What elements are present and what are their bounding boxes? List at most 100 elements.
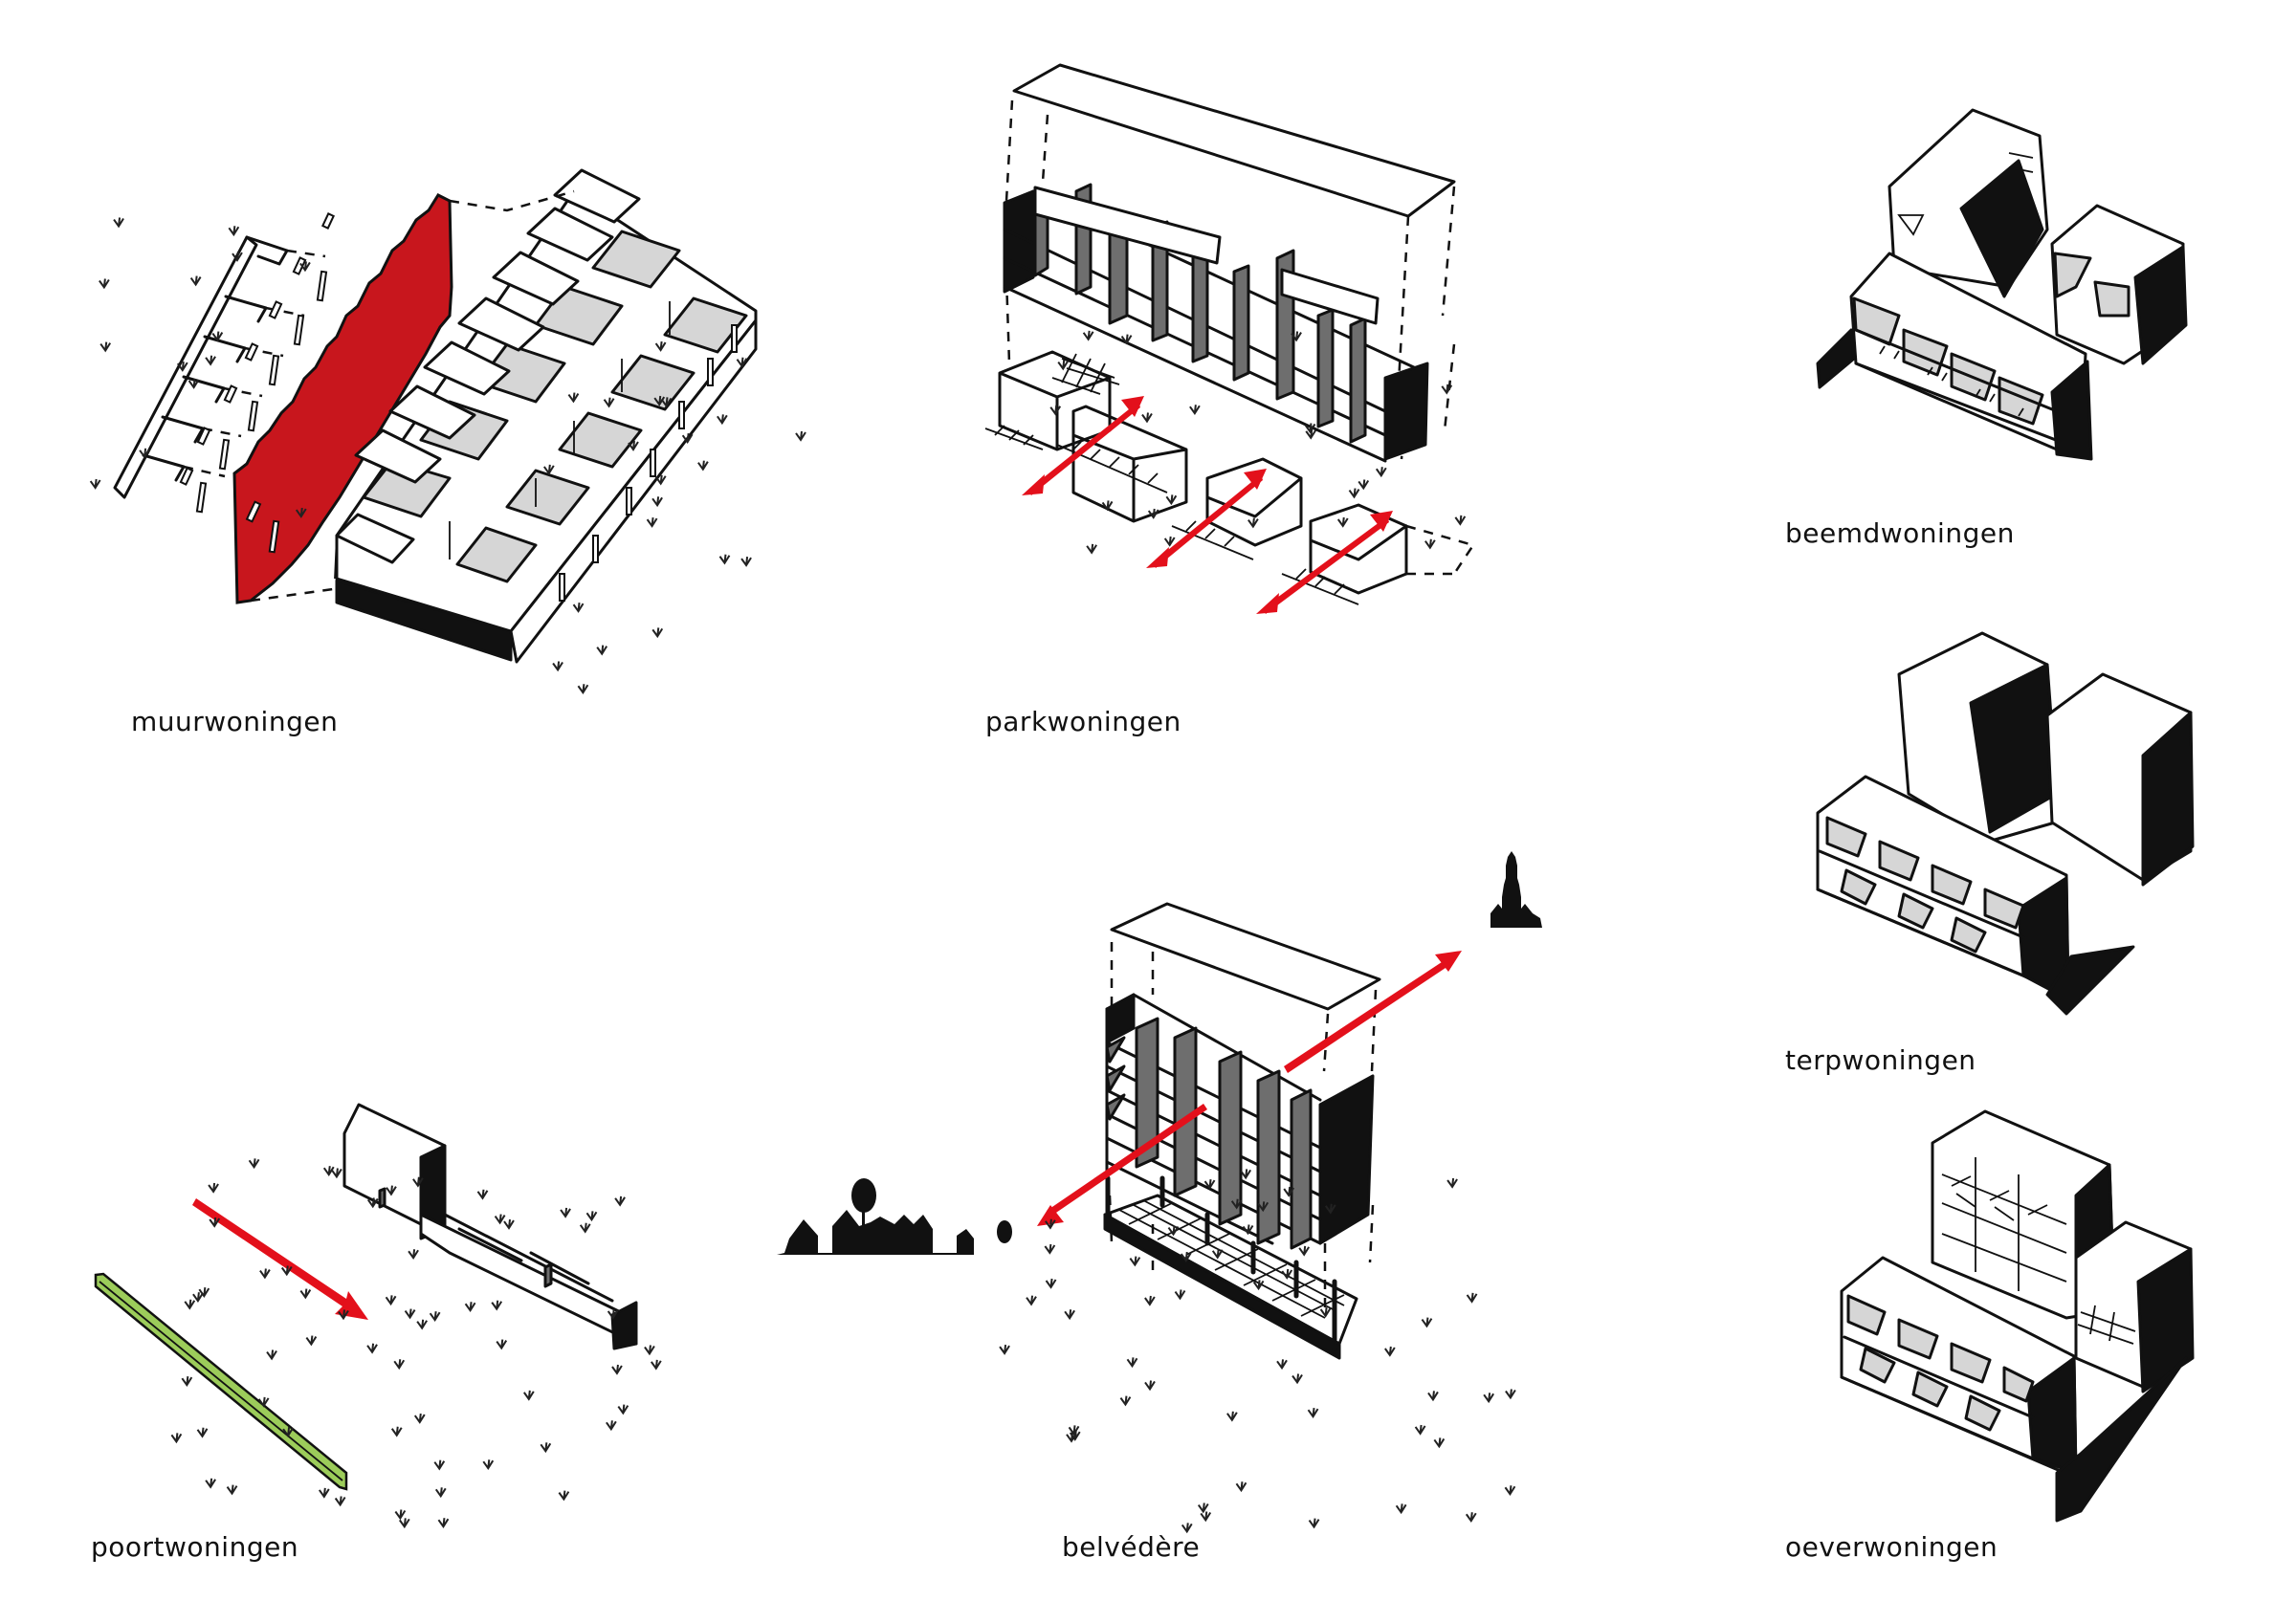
- grass-tuft: [1319, 1306, 1332, 1318]
- label-terpwoningen: terpwoningen: [1785, 1044, 1976, 1076]
- grass-tuft: [1144, 1295, 1156, 1306]
- poort-approach-arrow: [192, 1198, 368, 1320]
- grass-tuft: [1057, 360, 1070, 371]
- grass-tuft: [1427, 1391, 1439, 1402]
- grass-tuft: [1305, 428, 1317, 440]
- grass-tufts: [89, 217, 1516, 1534]
- grass-tuft: [1026, 1295, 1037, 1306]
- grass-tuft: [99, 341, 112, 353]
- grass-tuft: [1395, 1503, 1407, 1515]
- grass-tuft: [611, 1364, 623, 1375]
- grass-tuft: [280, 1265, 293, 1277]
- grass-tuft: [113, 217, 124, 229]
- grass-tuft: [1203, 1179, 1216, 1190]
- grass-tuft: [718, 554, 731, 565]
- grass-tuft: [567, 392, 580, 404]
- red-wall: [232, 193, 453, 604]
- grass-tuft: [266, 1349, 277, 1361]
- church-silhouette-icon: [1490, 851, 1542, 928]
- grass-tuft: [482, 1459, 495, 1471]
- grass-tuft: [89, 478, 101, 490]
- grass-tuft: [437, 1518, 450, 1528]
- grass-tuft: [1226, 1411, 1238, 1422]
- label-muurwoningen: muurwoningen: [131, 706, 339, 737]
- grass-tuft: [552, 661, 563, 672]
- grass-tuft: [139, 448, 150, 459]
- grass-tuft: [740, 557, 752, 567]
- grass-tuft: [176, 361, 188, 372]
- grass-tuft: [1211, 1248, 1224, 1260]
- grass-tuft: [651, 627, 664, 639]
- grass-tuft: [398, 1518, 410, 1529]
- grass-tuft: [188, 378, 200, 389]
- grass-tuft: [491, 1300, 503, 1311]
- grass-tuft: [1101, 500, 1114, 512]
- grass-tuft: [523, 1390, 535, 1401]
- grass-tuft: [205, 355, 216, 366]
- village-skyline-icon: [777, 1178, 1012, 1255]
- grass-tuft: [1044, 1243, 1056, 1255]
- grass-tuft: [1424, 538, 1436, 550]
- label-poortwoningen: poortwoningen: [91, 1531, 299, 1563]
- grass-tuft: [413, 1413, 426, 1424]
- grass-tuft: [1086, 543, 1097, 555]
- grass-tuft: [1189, 405, 1201, 416]
- grass-tuft: [1141, 412, 1153, 424]
- grass-tuft: [228, 226, 240, 237]
- grass-tuft: [646, 517, 658, 528]
- grass-tuft: [1252, 1280, 1265, 1291]
- grass-tuft: [1348, 488, 1360, 499]
- grass-tuft: [319, 1487, 330, 1499]
- grass-tuft: [464, 1302, 476, 1313]
- grass-tuft: [1200, 1511, 1212, 1523]
- grass-tuft: [429, 1311, 441, 1322]
- grass-tuft: [1466, 1292, 1478, 1304]
- grass-tuft: [257, 1396, 270, 1408]
- grass-tuft: [198, 1287, 210, 1298]
- grass-tuft: [338, 1309, 349, 1321]
- grass-tuft: [1126, 1357, 1138, 1369]
- grass-tuft: [393, 1359, 406, 1371]
- grass-tuft: [1324, 1203, 1336, 1215]
- grass-tuft: [540, 1442, 552, 1454]
- grass-tuft: [1064, 1309, 1075, 1321]
- grass-tuft: [614, 1195, 626, 1207]
- grass-tuft: [651, 496, 663, 508]
- grass-tuft: [433, 1459, 446, 1471]
- grass-tuft: [170, 1433, 183, 1444]
- grass-tuft: [585, 1211, 598, 1222]
- grass-tuft: [226, 1484, 238, 1496]
- grass-tuft: [1257, 1201, 1269, 1213]
- grass-tuft: [232, 252, 243, 262]
- grass-tuft: [1230, 1198, 1243, 1210]
- grass-tuft: [1068, 1425, 1080, 1437]
- grass-tuft: [366, 1343, 378, 1354]
- grass-tuft: [1235, 1481, 1247, 1493]
- grass-tuft: [1163, 536, 1176, 547]
- grass-tuft: [282, 1427, 294, 1437]
- grass-tuft: [434, 1487, 447, 1499]
- grass-tuft: [1304, 423, 1316, 434]
- grass-tuft: [211, 331, 224, 342]
- grass-tuft: [1308, 1518, 1320, 1529]
- grass-tuft: [331, 1168, 342, 1179]
- grass-tuft: [322, 1166, 335, 1176]
- grass-tuft: [1292, 1373, 1303, 1385]
- grass-tuft: [560, 1207, 571, 1218]
- grass-tuft: [1276, 1359, 1288, 1371]
- pergola-frame: [113, 235, 326, 499]
- label-oeverwoningen: oeverwoningen: [1785, 1531, 1998, 1563]
- grass-tuft: [558, 1490, 570, 1502]
- belvedere-view-arrows: [1037, 951, 1462, 1226]
- grass-tuft: [305, 1335, 318, 1347]
- grass-tuft: [603, 397, 615, 408]
- grass-tuft: [1283, 1186, 1295, 1197]
- terpwoningen-drawing: [1816, 631, 2195, 1016]
- grass-tuft: [334, 1496, 346, 1507]
- grass-tuft: [596, 645, 608, 656]
- grass-tuft: [1465, 1512, 1477, 1524]
- grass-tuft: [1119, 1395, 1132, 1407]
- grass-tuft: [543, 464, 555, 475]
- grass-tuft: [1144, 1380, 1156, 1392]
- parkwoningen-drawing: [984, 63, 1475, 614]
